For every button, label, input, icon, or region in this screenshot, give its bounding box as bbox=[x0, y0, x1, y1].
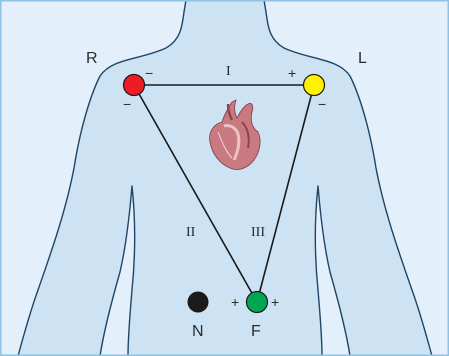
lead-label-3: III bbox=[251, 225, 265, 240]
polarity-sign-r-inner: − bbox=[123, 96, 131, 112]
polarity-sign-f-left: + bbox=[231, 294, 239, 310]
polarity-sign-r-outer: − bbox=[145, 65, 153, 81]
electrode-left-arm bbox=[304, 75, 325, 96]
polarity-sign-l-inner: − bbox=[318, 96, 326, 112]
lead-label-2: II bbox=[186, 225, 196, 240]
electrode-neutral bbox=[188, 292, 209, 313]
polarity-sign-l-outer: + bbox=[288, 65, 296, 81]
electrode-label-f: F bbox=[251, 323, 261, 340]
electrode-label-n: N bbox=[192, 323, 204, 340]
electrode-right-arm bbox=[124, 75, 145, 96]
electrode-label-r: R bbox=[86, 50, 98, 67]
electrode-label-l: L bbox=[358, 50, 367, 67]
polarity-sign-f-right: + bbox=[271, 294, 279, 310]
electrode-left-foot bbox=[247, 292, 268, 313]
lead-label-1: I bbox=[226, 64, 231, 79]
